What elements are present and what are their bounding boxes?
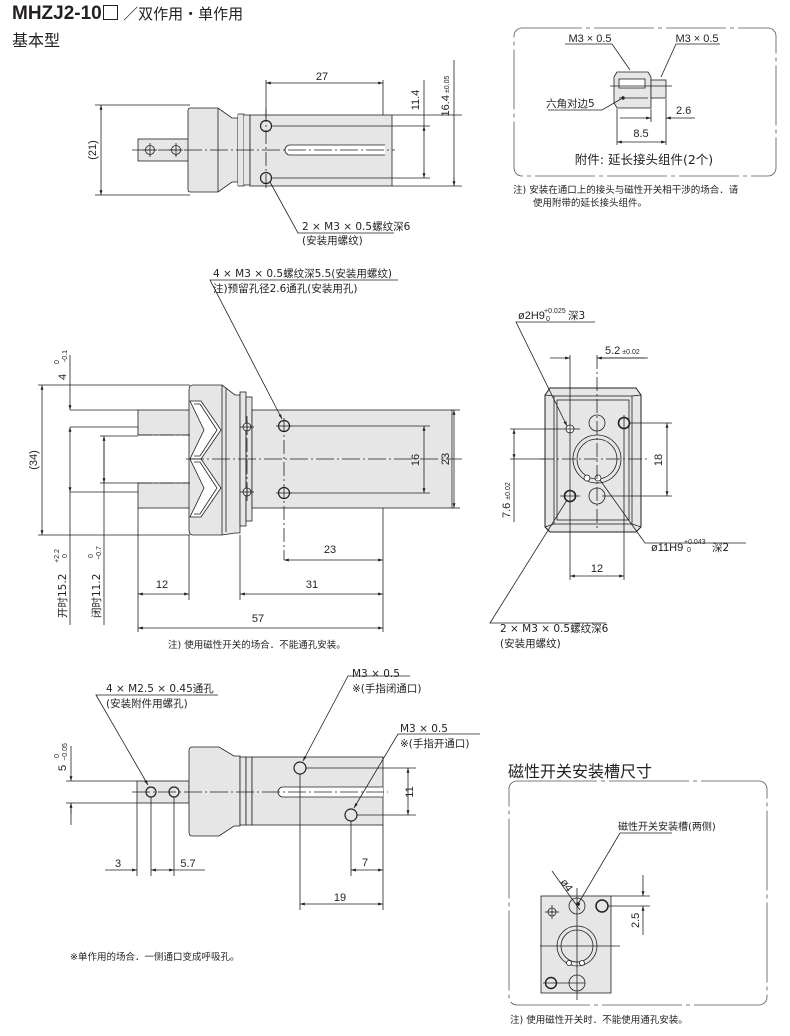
accessory-dim-8-5: 8.5 <box>633 128 648 140</box>
model-number: MHZJ2-10 <box>12 3 102 24</box>
port-open-line2: ※(手指开通口) <box>400 737 470 750</box>
upper-finger <box>137 409 191 436</box>
dim-5-7: 5.7 <box>180 858 195 870</box>
dim-2-5: 2.5 <box>630 913 642 928</box>
top-callout-line1: 2 × M3 × 0.5螺纹深6 <box>302 220 411 233</box>
pin-hole-tol-lower: 0 <box>546 316 550 323</box>
dim-57: 57 <box>252 613 264 625</box>
end-dim-12: 12 <box>591 563 603 575</box>
pin-hole-tol-upper: +0.025 <box>544 308 566 315</box>
dim-5: 5 <box>57 765 69 771</box>
accessory-label-m3-left: M3 × 0.5 <box>568 33 611 45</box>
title-action-type: ／双作用・单作用 <box>123 5 244 23</box>
dim-27: 27 <box>316 71 328 83</box>
bore-depth: 深2 <box>712 542 729 554</box>
accessory-box-border <box>513 27 777 177</box>
dim-4-tol-upper: 0 <box>54 360 61 364</box>
side-note: 注) 使用磁性开关的场合．不能通孔安装。 <box>168 639 346 651</box>
dim-34: (34) <box>28 450 40 470</box>
dim-16-4: 16.4±0.05 <box>440 75 452 116</box>
open-tol-lower: 0 <box>62 554 69 558</box>
bottom-view <box>66 675 480 910</box>
port-close-line1: M3 × 0.5 <box>352 668 400 680</box>
dim-5-2: 5.2±0.02 <box>605 345 640 357</box>
dim-23-vertical: 23 <box>440 453 452 465</box>
dim-31: 31 <box>306 579 318 591</box>
lower-finger <box>137 482 191 509</box>
top-view <box>95 60 462 234</box>
accessory-dim-2-6: 2.6 <box>676 105 691 117</box>
closed-tol-upper: 0 <box>88 554 95 558</box>
dim-23-horizontal: 23 <box>324 544 336 556</box>
dim-5-tol-lower: −0.05 <box>62 743 69 761</box>
end-view <box>489 321 746 624</box>
pin-hole-label: ø2H9 <box>518 310 545 322</box>
top-callout-line2: (安装用螺纹) <box>302 234 363 247</box>
open-stroke-label: 开时15.2 <box>57 574 69 618</box>
dim-16: 16 <box>410 454 422 466</box>
side-callout-line2: 注)预留孔径2.6通孔(安装用孔) <box>213 282 358 295</box>
switch-groove-label: 磁性开关安装槽(两侧) <box>618 820 716 833</box>
bore-tol-upper: +0.043 <box>684 539 706 546</box>
switch-groove-view <box>508 780 768 1006</box>
port-open-line1: M3 × 0.5 <box>400 723 448 735</box>
accessory-label-m3-right: M3 × 0.5 <box>675 33 718 45</box>
dim-21: (21) <box>87 140 99 160</box>
fitting-thread <box>650 79 667 99</box>
model-suffix-box <box>102 5 118 20</box>
side-view <box>38 279 462 632</box>
dim-7: 7 <box>362 857 368 869</box>
dim-7-6: 7.6±0.02 <box>501 482 513 518</box>
bottom-callout-left-line2: (安装附件用螺孔) <box>106 697 188 710</box>
port-open <box>344 808 358 822</box>
open-tol-upper: +2.2 <box>54 549 61 563</box>
dim-4: 4 <box>57 374 69 380</box>
dim-3: 3 <box>115 858 121 870</box>
end-callout-line1: 2 × M3 × 0.5螺纹深6 <box>500 622 609 635</box>
dim-18: 18 <box>653 454 665 466</box>
accessory-note-line1: 注) 安装在通口上的接头与磁性开关相干涉的场合．请 <box>513 184 739 196</box>
accessory-caption: 附件: 延长接头组件(2个) <box>575 152 713 167</box>
page-title: MHZJ2-10 ／双作用・单作用 <box>12 4 243 24</box>
bottom-note: ※单作用的场合．一侧通口变成呼吸孔。 <box>70 951 239 963</box>
closed-stroke-label: 闭时11.2 <box>90 574 103 618</box>
accessory-box <box>513 27 777 177</box>
switch-box-border <box>508 780 768 1006</box>
accessory-note-line2: 使用附带的延长接头组件。 <box>533 197 647 209</box>
dim-11-4: 11.4 <box>410 90 422 111</box>
dim-12: 12 <box>156 579 168 591</box>
dim-4-tol-lower: -0.1 <box>62 350 69 362</box>
pin-hole-depth: 深3 <box>568 310 585 322</box>
end-callout-line2: (安装用螺纹) <box>500 637 561 650</box>
bottom-head <box>188 746 241 837</box>
fitting-hex <box>613 71 652 109</box>
dim-11: 11 <box>404 786 416 797</box>
bore-label: ø11H9 <box>651 542 683 554</box>
bottom-callout-left-line1: 4 × M2.5 × 0.45通孔 <box>106 682 214 695</box>
dim-dia-4: ø4 <box>558 877 575 894</box>
page-subtitle: 基本型 <box>12 31 61 50</box>
switch-groove-title: 磁性开关安装槽尺寸 <box>508 762 653 781</box>
bore-tol-lower: 0 <box>687 547 691 554</box>
port-close-line2: ※(手指闭通口) <box>352 682 422 695</box>
dim-19: 19 <box>334 892 346 904</box>
port-close <box>293 761 307 775</box>
side-callout-line1: 4 × M3 × 0.5螺纹深5.5(安装用螺纹) <box>213 267 392 280</box>
closed-tol-lower: −0.7 <box>96 546 103 560</box>
dim-5-tol-upper: 0 <box>54 754 61 758</box>
accessory-label-hex: 六角对边5 <box>546 97 595 110</box>
switch-note: 注) 使用磁性开关时．不能使用通孔安装。 <box>510 1014 688 1026</box>
